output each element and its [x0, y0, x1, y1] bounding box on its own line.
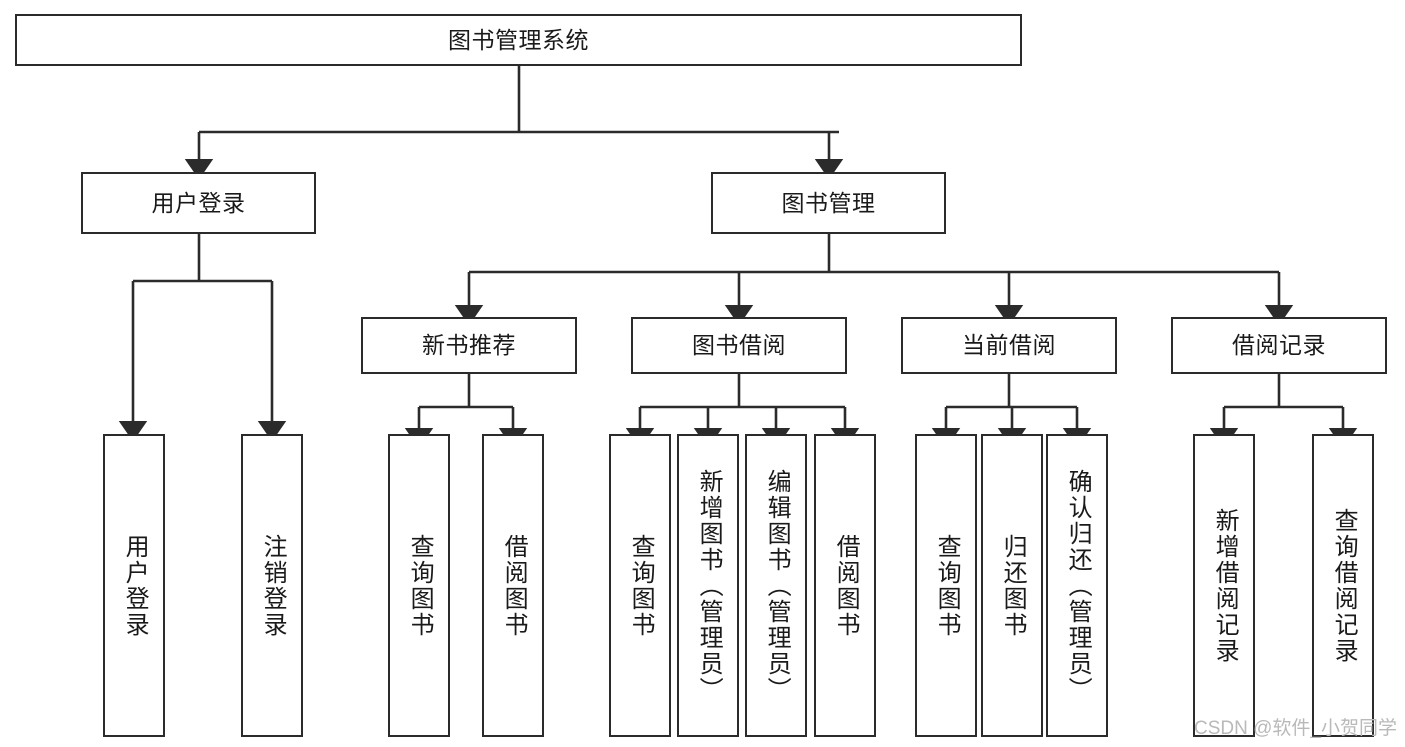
node-leaf-add-book-admin[interactable]: 新增图书（管理员） [677, 434, 739, 737]
node-label: 确认归还（管理员） [1064, 468, 1092, 703]
node-root-book-management-system[interactable]: 图书管理系统 [15, 14, 1022, 66]
node-leaf-user-logout[interactable]: 注销登录 [241, 434, 303, 737]
node-label: 注销登录 [259, 533, 287, 638]
node-borrow-record[interactable]: 借阅记录 [1171, 317, 1387, 374]
node-label: 编辑图书（管理员） [763, 468, 791, 703]
node-label: 新增借阅记录 [1211, 507, 1239, 664]
node-label: 归还图书 [999, 533, 1027, 638]
node-label: 用户登录 [121, 533, 149, 638]
node-label: 借阅图书 [832, 533, 860, 638]
node-label: 新增图书（管理员） [695, 468, 723, 703]
node-label: 查询图书 [627, 533, 655, 638]
node-current-borrow[interactable]: 当前借阅 [901, 317, 1117, 374]
csdn-watermark: CSDN @软件_小贺同学 [1194, 718, 1397, 739]
node-leaf-query-book[interactable]: 查询图书 [609, 434, 671, 737]
node-label: 新书推荐 [422, 332, 516, 359]
node-leaf-query-book-recommend[interactable]: 查询图书 [388, 434, 450, 737]
node-leaf-add-borrow-record[interactable]: 新增借阅记录 [1193, 434, 1255, 737]
node-leaf-confirm-return-admin[interactable]: 确认归还（管理员） [1046, 434, 1108, 737]
node-label: 用户登录 [151, 189, 246, 216]
node-book-management[interactable]: 图书管理 [711, 172, 946, 234]
node-leaf-edit-book-admin[interactable]: 编辑图书（管理员） [745, 434, 807, 737]
node-label: 查询借阅记录 [1330, 507, 1358, 664]
node-leaf-borrow-book[interactable]: 借阅图书 [814, 434, 876, 737]
node-label: 借阅记录 [1232, 332, 1326, 359]
node-leaf-user-login[interactable]: 用户登录 [103, 434, 165, 737]
node-leaf-query-book-current[interactable]: 查询图书 [915, 434, 977, 737]
node-label: 当前借阅 [962, 332, 1056, 359]
node-label: 图书管理系统 [448, 26, 589, 53]
node-label: 查询图书 [406, 533, 434, 638]
node-label: 查询图书 [933, 533, 961, 638]
node-leaf-return-book[interactable]: 归还图书 [981, 434, 1043, 737]
node-new-book-recommend[interactable]: 新书推荐 [361, 317, 577, 374]
node-label: 借阅图书 [500, 533, 528, 638]
node-label: 图书借阅 [692, 332, 786, 359]
node-leaf-borrow-book-recommend[interactable]: 借阅图书 [482, 434, 544, 737]
node-label: 图书管理 [781, 189, 876, 216]
node-book-borrow[interactable]: 图书借阅 [631, 317, 847, 374]
node-leaf-query-borrow-record[interactable]: 查询借阅记录 [1312, 434, 1374, 737]
node-user-login[interactable]: 用户登录 [81, 172, 316, 234]
